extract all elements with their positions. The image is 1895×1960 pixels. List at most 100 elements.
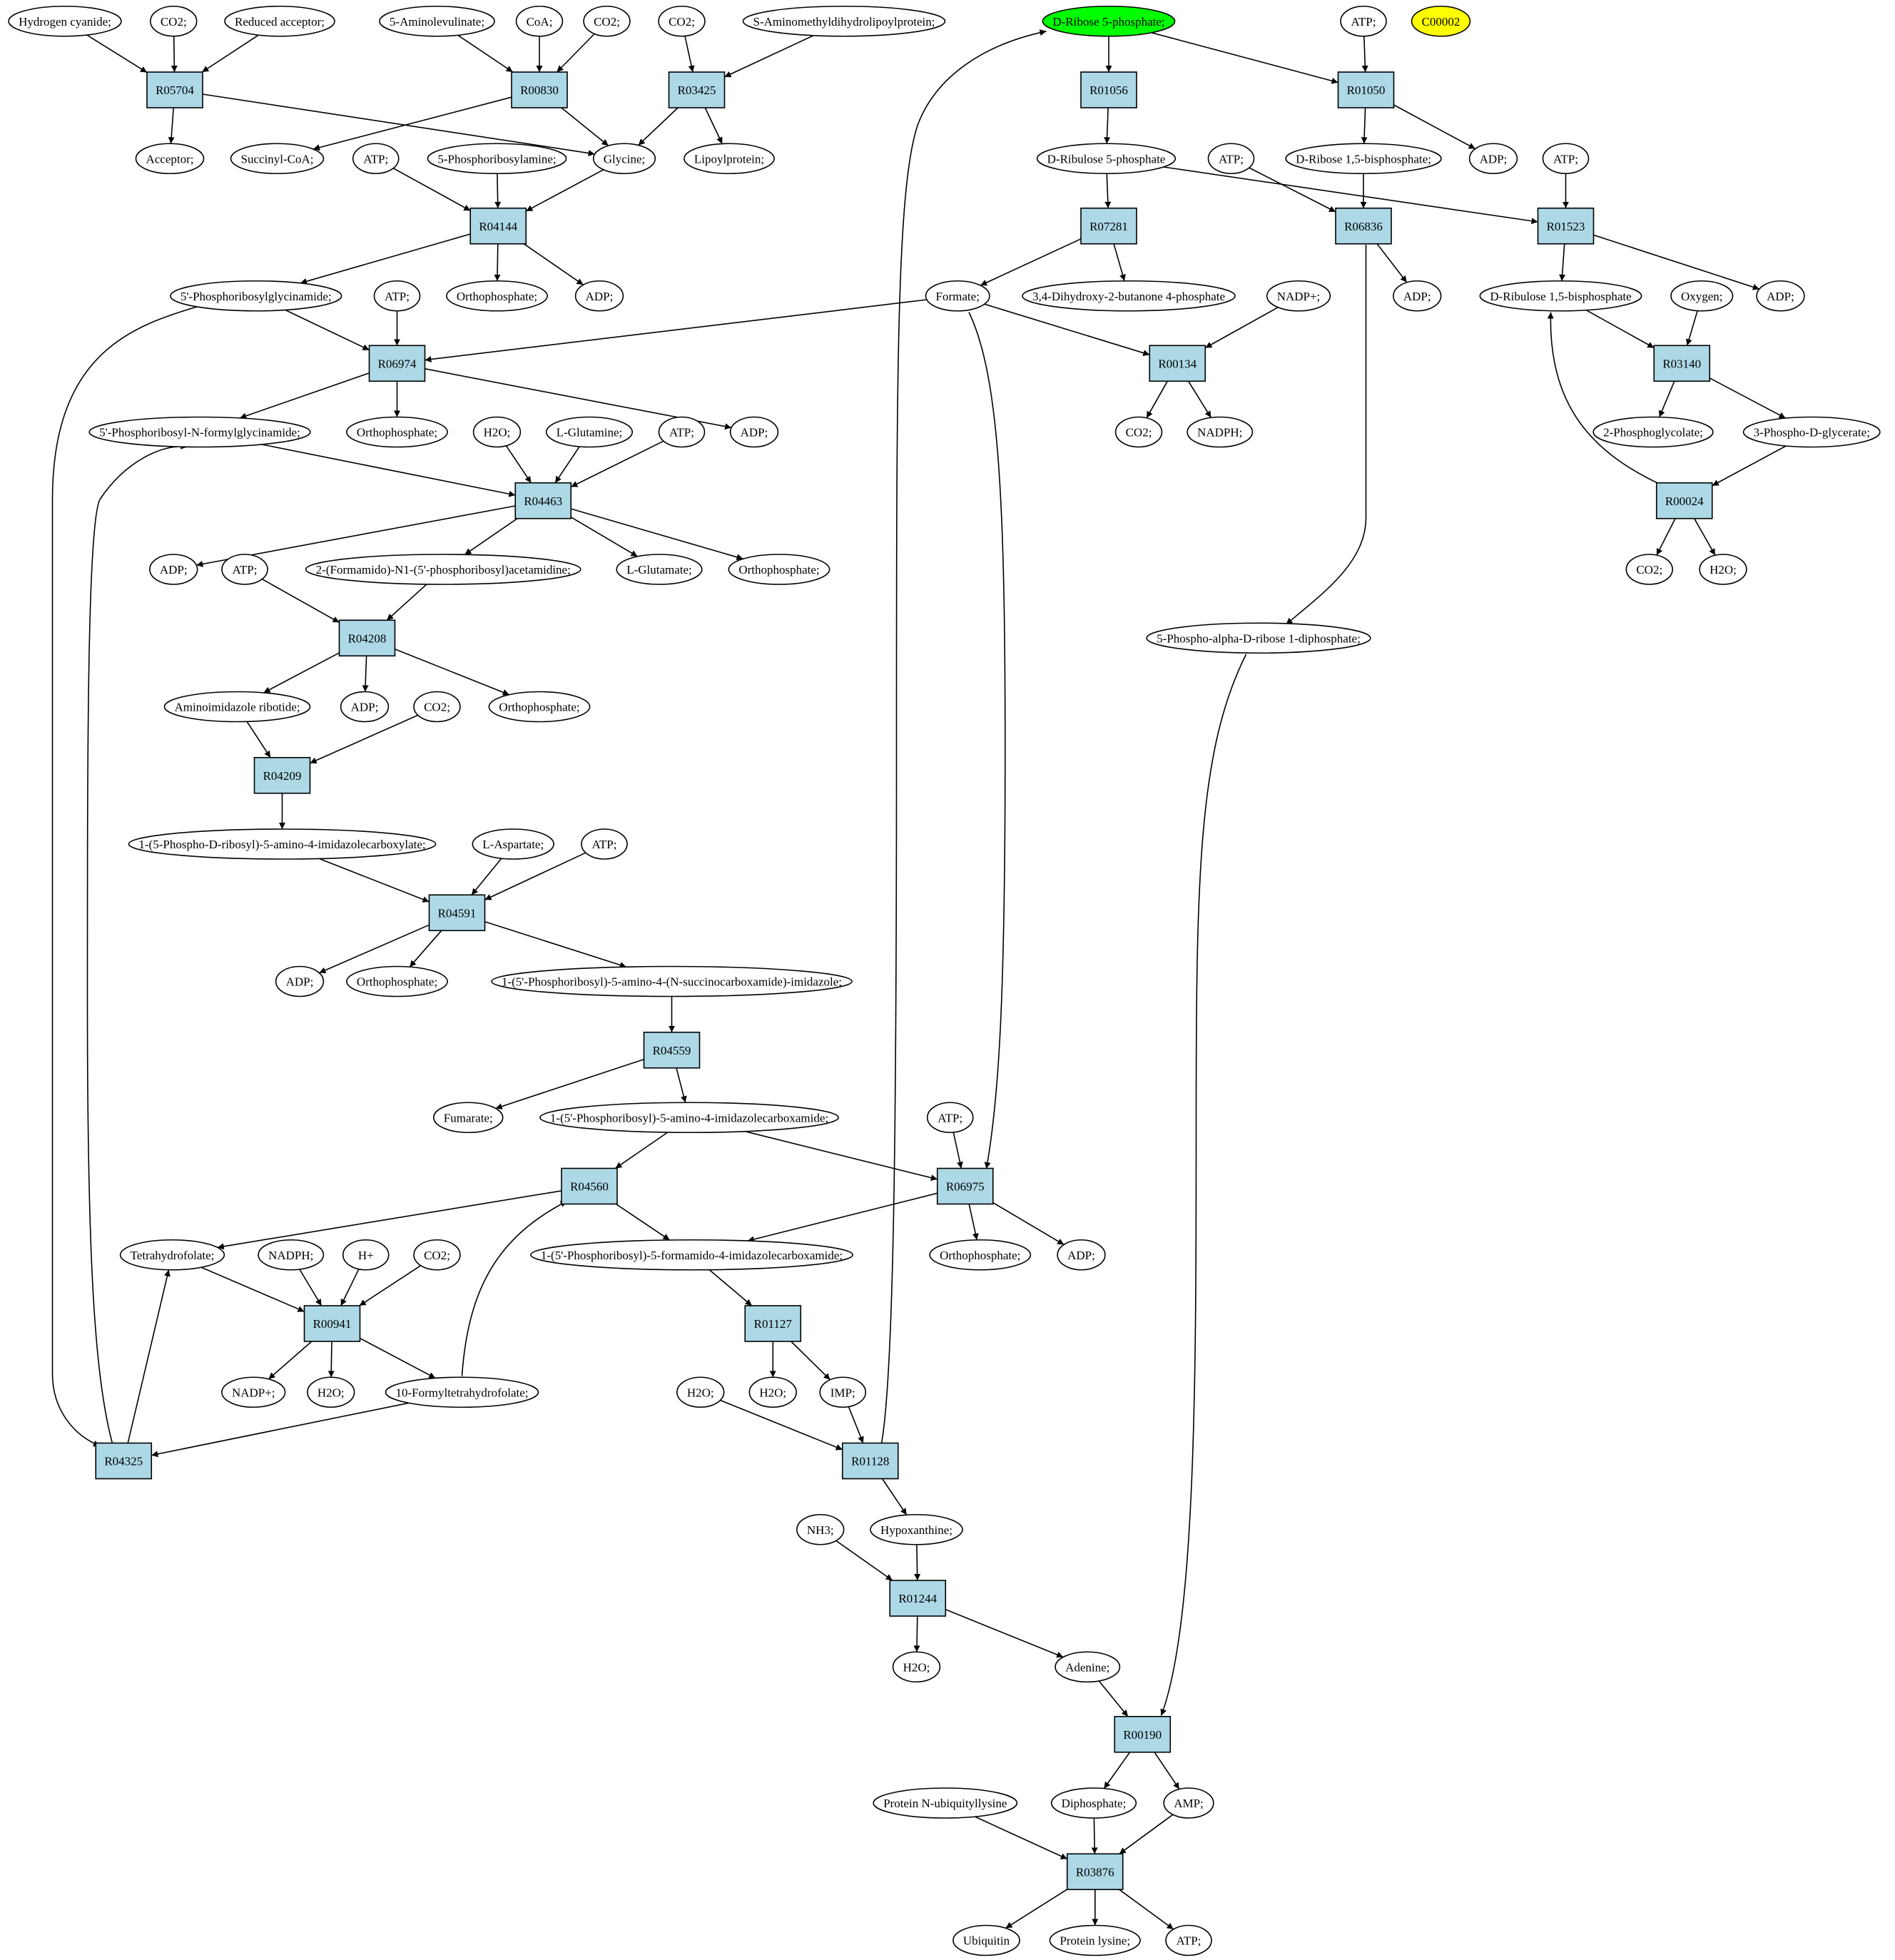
metabolite-node-succinyl-coa[interactable]: Succinyl-CoA; — [230, 143, 325, 175]
reaction-node-r00024[interactable]: R00024 — [1655, 482, 1713, 519]
reaction-node-r04560[interactable]: R04560 — [561, 1167, 618, 1205]
metabolite-node-atp[interactable]: ATP; — [658, 416, 706, 448]
metabolite-node-fumarate[interactable]: Fumarate; — [432, 1102, 504, 1134]
metabolite-node-adp[interactable]: ADP; — [1057, 1239, 1106, 1271]
metabolite-node-co2[interactable]: CO2; — [413, 1239, 461, 1271]
metabolite-node-h2o[interactable]: H2O; — [748, 1376, 797, 1408]
metabolite-node-adp[interactable]: ADP; — [1468, 143, 1518, 175]
metabolite-node-2-formamido-n1-5-phosphoribosyl-acetamidine[interactable]: 2-(Formamido)-N1-(5'-phosphoribosyl)acet… — [305, 554, 581, 585]
reaction-node-r01127[interactable]: R01127 — [744, 1305, 802, 1342]
metabolite-node-l-aspartate[interactable]: L-Aspartate; — [472, 828, 555, 860]
metabolite-node-adp[interactable]: ADP; — [1393, 280, 1442, 312]
reaction-node-r03425[interactable]: R03425 — [668, 71, 726, 108]
metabolite-node-1-5-phosphoribosyl-5-formamido-4-imidazolecarboxamide[interactable]: 1-(5'-Phosphoribosyl)-5-formamido-4-imid… — [530, 1239, 853, 1271]
metabolite-node-co2[interactable]: CO2; — [1114, 416, 1163, 448]
reaction-node-r01128[interactable]: R01128 — [841, 1442, 899, 1480]
metabolite-node-s-aminomethyldihydrolipoylprotein[interactable]: S-Aminomethyldihydrolipoylprotein; — [742, 5, 946, 37]
metabolite-node-c00002[interactable]: C00002 — [1411, 5, 1471, 37]
metabolite-node-d-ribulose-5-phosphate[interactable]: D-Ribulose 5-phosphate — [1036, 143, 1177, 175]
metabolite-node-protein-lysine[interactable]: Protein lysine; — [1049, 1924, 1141, 1956]
metabolite-node-10-formyltetrahydrofolate[interactable]: 10-Formyltetrahydrofolate; — [385, 1376, 539, 1408]
metabolite-node-5-phosphoribosylamine[interactable]: 5-Phosphoribosylamine; — [427, 143, 567, 175]
metabolite-node-adenine[interactable]: Adenine; — [1055, 1651, 1121, 1683]
metabolite-node-3-phospho-d-glycerate[interactable]: 3-Phospho-D-glycerate; — [1742, 416, 1881, 448]
metabolite-node-orthophosphate[interactable]: Orthophosphate; — [346, 965, 448, 997]
reaction-node-r00134[interactable]: R00134 — [1149, 345, 1206, 382]
metabolite-node-ubiquitin[interactable]: Ubiquitin — [952, 1924, 1020, 1956]
metabolite-node-5-phosphoribosylglycinamide[interactable]: 5'-Phosphoribosylglycinamide; — [170, 280, 342, 312]
metabolite-node-h2o[interactable]: H2O; — [307, 1376, 355, 1408]
metabolite-node-3-4-dihydroxy-2-butanone-4-phosphate[interactable]: 3,4-Dihydroxy-2-butanone 4-phosphate — [1022, 280, 1236, 312]
metabolite-node-co2[interactable]: CO2; — [1625, 554, 1673, 585]
reaction-node-r03140[interactable]: R03140 — [1653, 345, 1711, 382]
metabolite-node-atp[interactable]: ATP; — [352, 143, 400, 175]
metabolite-node-formate[interactable]: Formate; — [925, 280, 990, 312]
metabolite-node-orthophosphate[interactable]: Orthophosphate; — [346, 416, 448, 448]
reaction-node-r06974[interactable]: R06974 — [368, 345, 426, 382]
metabolite-node-orthophosphate[interactable]: Orthophosphate; — [929, 1239, 1032, 1271]
metabolite-node-imp[interactable]: IMP; — [819, 1376, 867, 1408]
metabolite-node-orthophosphate[interactable]: Orthophosphate; — [488, 691, 591, 723]
reaction-node-r05704[interactable]: R05704 — [146, 71, 203, 108]
metabolite-node-orthophosphate[interactable]: Orthophosphate; — [446, 280, 548, 312]
metabolite-node-adp[interactable]: ADP; — [729, 416, 779, 448]
metabolite-node-1-5-phospho-d-ribosyl-5-amino-4-imidazolecarboxylate[interactable]: 1-(5-Phospho-D-ribosyl)-5-amino-4-imidaz… — [128, 828, 437, 860]
metabolite-node-co2[interactable]: CO2; — [150, 5, 198, 37]
metabolite-node-diphosphate[interactable]: Diphosphate; — [1050, 1787, 1137, 1819]
reaction-node-r04463[interactable]: R04463 — [514, 482, 572, 519]
metabolite-node-5-phosphoribosyl-n-formylglycinamide[interactable]: 5'-Phosphoribosyl-N-formylglycinamide; — [88, 416, 311, 448]
metabolite-node-reduced-acceptor[interactable]: Reduced acceptor; — [224, 5, 335, 37]
metabolite-node-atp[interactable]: ATP; — [221, 554, 268, 585]
metabolite-node-1-5-phosphoribosyl-5-amino-4-imidazolecarboxamide[interactable]: 1-(5'-Phosphoribosyl)-5-amino-4-imidazol… — [539, 1102, 839, 1134]
reaction-node-r06975[interactable]: R06975 — [936, 1167, 994, 1205]
metabolite-node-co2[interactable]: CO2; — [658, 5, 706, 37]
metabolite-node-nadph[interactable]: NADPH; — [1187, 416, 1254, 448]
metabolite-node-atp[interactable]: ATP; — [1207, 143, 1255, 175]
metabolite-node-hypoxanthine[interactable]: Hypoxanthine; — [870, 1513, 963, 1545]
metabolite-node-adp[interactable]: ADP; — [275, 965, 325, 997]
metabolite-node-nadph[interactable]: NADPH; — [258, 1239, 325, 1271]
reaction-node-r04325[interactable]: R04325 — [95, 1442, 153, 1480]
metabolite-node-hydrogen-cyanide[interactable]: Hydrogen cyanide; — [8, 5, 122, 37]
metabolite-node-oxygen[interactable]: Oxygen; — [1670, 280, 1734, 312]
metabolite-node-co2[interactable]: CO2; — [583, 5, 631, 37]
metabolite-node-orthophosphate[interactable]: Orthophosphate; — [728, 554, 830, 585]
metabolite-node-atp[interactable]: ATP; — [581, 828, 628, 860]
metabolite-node-atp[interactable]: ATP; — [373, 280, 421, 312]
metabolite-node-5-aminolevulinate[interactable]: 5-Aminolevulinate; — [379, 5, 495, 37]
metabolite-node-adp[interactable]: ADP; — [1756, 280, 1805, 312]
metabolite-node-atp[interactable]: ATP; — [1340, 5, 1387, 37]
reaction-node-r00941[interactable]: R00941 — [303, 1305, 361, 1342]
reaction-node-r01523[interactable]: R01523 — [1537, 207, 1595, 245]
metabolite-node-d-ribose-1-5-bisphosphate[interactable]: D-Ribose 1,5-bisphosphate; — [1285, 143, 1442, 175]
reaction-node-r04559[interactable]: R04559 — [643, 1031, 701, 1069]
metabolite-node-adp[interactable]: ADP; — [340, 691, 390, 723]
metabolite-node-glycine[interactable]: Glycine; — [592, 143, 656, 175]
metabolite-node-atp[interactable]: ATP; — [1542, 143, 1590, 175]
metabolite-node-h2o[interactable]: H2O; — [892, 1651, 941, 1683]
reaction-node-r00830[interactable]: R00830 — [511, 71, 568, 108]
metabolite-node-h2o[interactable]: H2O; — [472, 416, 522, 448]
reaction-node-r06836[interactable]: R06836 — [1335, 207, 1392, 245]
reaction-node-r03876[interactable]: R03876 — [1066, 1853, 1124, 1891]
metabolite-node-tetrahydrofolate[interactable]: Tetrahydrofolate; — [119, 1239, 225, 1271]
metabolite-node-nadp[interactable]: NADP+; — [221, 1376, 286, 1408]
metabolite-node-1-5-phosphoribosyl-5-amino-4-n-succinocarboxamide-imidazole[interactable]: 1-(5'-Phosphoribosyl)-5-amino-4-(N-succi… — [491, 965, 853, 997]
metabolite-node-protein-n-ubiquityllysine[interactable]: Protein N-ubiquityllysine — [873, 1787, 1018, 1819]
metabolite-node-5-phospho-alpha-d-ribose-1-diphosphate[interactable]: 5-Phospho-alpha-D-ribose 1-diphosphate; — [1146, 622, 1371, 654]
metabolite-node-nadp[interactable]: NADP+; — [1266, 280, 1331, 312]
metabolite-node-acceptor[interactable]: Acceptor; — [135, 143, 205, 175]
metabolite-node-atp[interactable]: ATP; — [926, 1102, 974, 1134]
metabolite-node-atp[interactable]: ATP; — [1165, 1924, 1212, 1956]
metabolite-node-2-phosphoglycolate[interactable]: 2-Phosphoglycolate; — [1592, 416, 1714, 448]
reaction-node-r04209[interactable]: R04209 — [253, 756, 311, 794]
metabolite-node-nh3[interactable]: NH3; — [796, 1513, 845, 1545]
reaction-node-r01056[interactable]: R01056 — [1080, 71, 1137, 108]
reaction-node-r00190[interactable]: R00190 — [1114, 1715, 1172, 1753]
metabolite-node-d-ribose-5-phosphate[interactable]: D-Ribose 5-phosphate; — [1042, 5, 1176, 37]
reaction-node-r04208[interactable]: R04208 — [338, 619, 396, 657]
metabolite-node-aminoimidazole-ribotide[interactable]: Aminoimidazole ribotide; — [163, 691, 311, 723]
metabolite-node-co2[interactable]: CO2; — [413, 691, 461, 723]
reaction-node-r07281[interactable]: R07281 — [1080, 207, 1137, 245]
reaction-node-r01244[interactable]: R01244 — [889, 1580, 947, 1617]
